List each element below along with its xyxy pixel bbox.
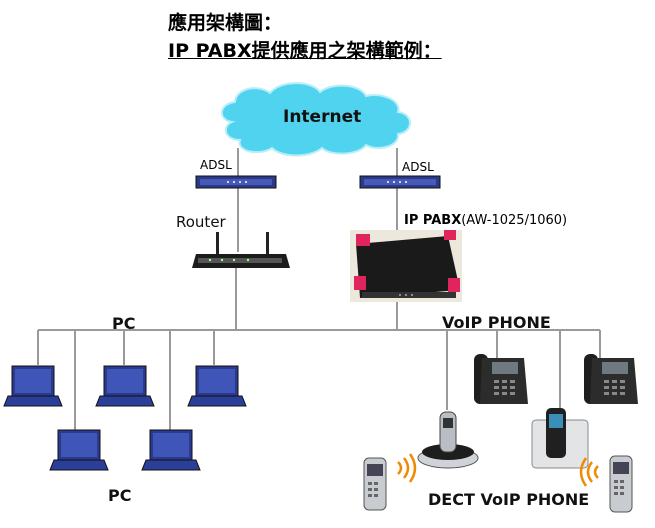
pabx-model: (AW-1025/1060) [461, 213, 568, 228]
voip-desk-phone-1 [474, 354, 528, 404]
laptop-pc-3 [187, 365, 247, 407]
internet-cloud [220, 82, 411, 157]
dect-handset-2 [609, 455, 633, 513]
router-device [192, 232, 290, 268]
pabx-name: IP PABX [404, 213, 462, 228]
adsl-right-label: ADSL [402, 160, 434, 174]
laptop-pc-2 [95, 365, 155, 407]
diagram-subtitle: IP PABX提供應用之架構範例： [168, 40, 442, 62]
laptop-pc-4 [49, 429, 109, 471]
pabx-label: IP PABX(AW-1025/1060) [404, 213, 567, 228]
network-links [37, 148, 601, 430]
adsl-left-label: ADSL [200, 158, 232, 172]
dect-charger-base [531, 408, 589, 469]
laptop-pc-1 [3, 365, 63, 407]
internet-label: Internet [283, 107, 362, 127]
diagram-title: 應用架構圖： [168, 12, 283, 34]
voip-desk-phone-2 [584, 354, 638, 404]
dect-handset-1 [363, 457, 387, 511]
adsl-modem-right [359, 175, 441, 189]
wireless-wave-icon [397, 453, 417, 483]
ip-pabx-device [350, 230, 462, 302]
laptop-pc-5 [141, 429, 201, 471]
dect-voip-phone-label: DECT VoIP PHONE [428, 490, 590, 509]
dect-base-station [417, 411, 479, 469]
wireless-wave-icon-2 [579, 457, 599, 487]
voip-phone-label: VoIP PHONE [442, 313, 551, 332]
router-label: Router [176, 213, 226, 231]
adsl-modem-left [195, 175, 277, 189]
pc-bottom-label: PC [108, 486, 132, 505]
pc-top-label: PC [112, 314, 136, 333]
